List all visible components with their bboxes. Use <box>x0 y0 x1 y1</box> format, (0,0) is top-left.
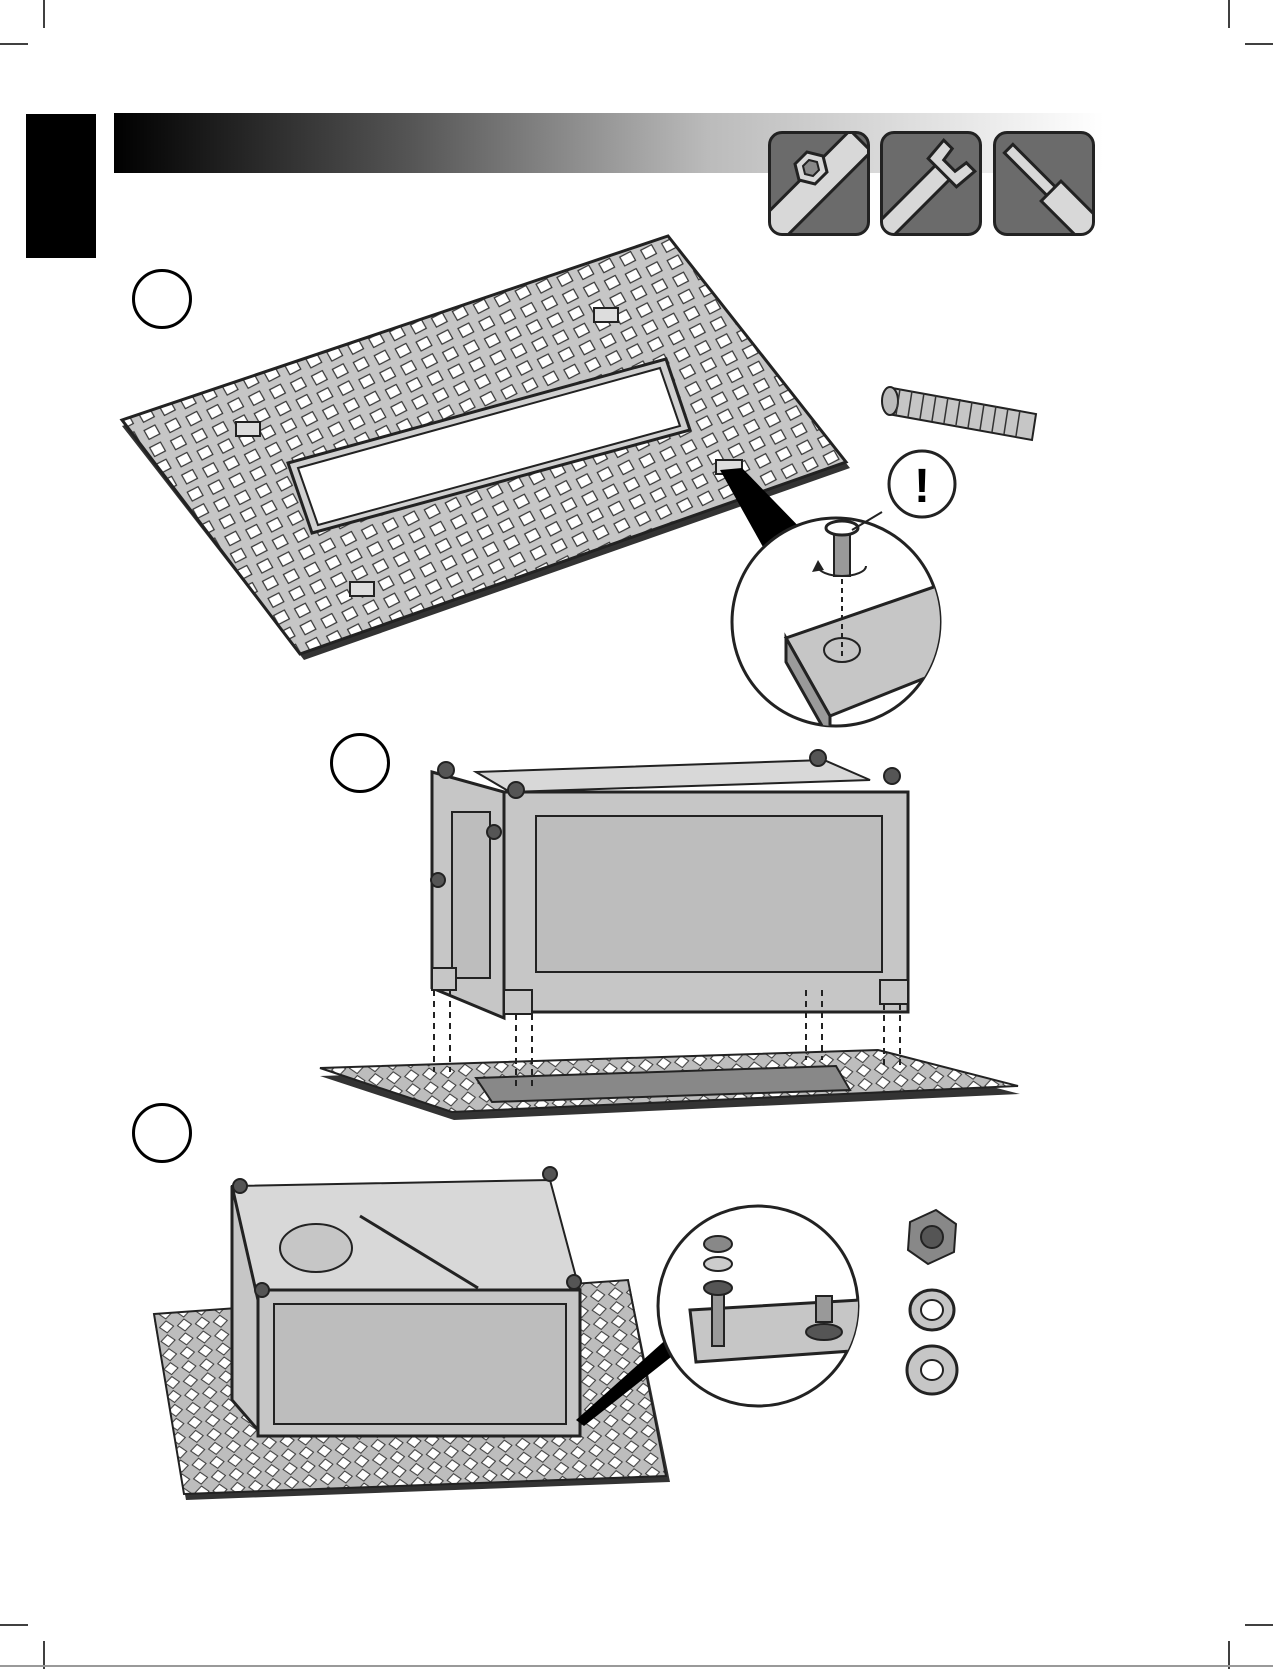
step-3-assembly <box>154 1167 700 1500</box>
detail-magnifier-1 <box>732 518 970 740</box>
detail-magnifier-2 <box>658 1206 866 1406</box>
warning-icon: ! <box>914 460 930 513</box>
warning-callout <box>852 451 955 530</box>
step-2-cabinet <box>320 750 1020 1120</box>
hardware-parts <box>907 1210 957 1394</box>
thread-coil <box>882 387 1036 440</box>
